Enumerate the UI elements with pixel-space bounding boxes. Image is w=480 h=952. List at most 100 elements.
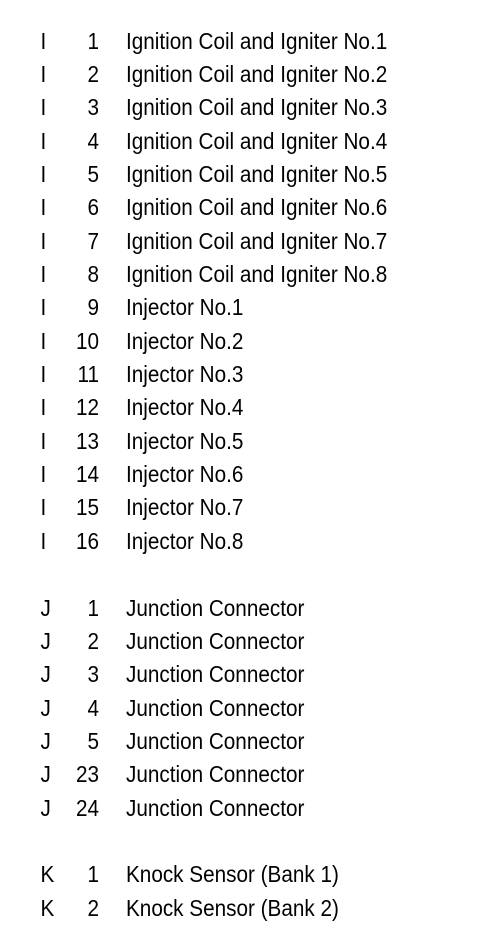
item-name: Ignition Coil and Igniter No.1 — [126, 28, 388, 54]
list-item: J 1 Junction Connector — [0, 592, 432, 625]
item-letter: I — [40, 428, 47, 454]
list-item: I 3 Ignition Coil and Igniter No.3 — [0, 91, 432, 124]
item-number: 2 — [87, 628, 99, 654]
item-number: 6 — [87, 194, 99, 220]
list-item: I 4 Ignition Coil and Igniter No.4 — [0, 125, 432, 158]
item-number: 16 — [75, 528, 99, 554]
item-number: 14 — [75, 461, 99, 487]
item-name: Ignition Coil and Igniter No.2 — [126, 61, 388, 87]
item-name: Injector No.7 — [126, 494, 244, 520]
item-name: Knock Sensor (Bank 1) — [126, 861, 339, 887]
item-letter: I — [40, 194, 47, 220]
item-letter: I — [40, 294, 47, 320]
item-letter: I — [40, 228, 47, 254]
list-item: I 15 Injector No.7 — [0, 491, 432, 524]
item-number: 24 — [75, 795, 99, 821]
list-item: J 2 Junction Connector — [0, 625, 432, 658]
list-item: J 23 Junction Connector — [0, 758, 432, 791]
item-number: 2 — [87, 61, 99, 87]
list-item: I 12 Injector No.4 — [0, 391, 432, 424]
list-item: I 5 Ignition Coil and Igniter No.5 — [0, 158, 432, 191]
item-number: 11 — [77, 361, 99, 387]
item-letter: I — [40, 494, 47, 520]
item-number: 3 — [87, 94, 99, 120]
item-number: 3 — [87, 661, 99, 687]
item-name: Junction Connector — [126, 595, 305, 621]
list-item: I 8 Ignition Coil and Igniter No.8 — [0, 258, 432, 291]
item-letter: I — [40, 361, 47, 387]
item-number: 1 — [87, 861, 99, 887]
item-number: 7 — [87, 228, 99, 254]
item-number: 5 — [87, 161, 99, 187]
list-item: I 2 Ignition Coil and Igniter No.2 — [0, 58, 432, 91]
list-item: I 11 Injector No.3 — [0, 358, 432, 391]
list-item: I 14 Injector No.6 — [0, 458, 432, 491]
item-letter: I — [40, 94, 47, 120]
item-name: Injector No.4 — [126, 394, 244, 420]
list-item: J 4 Junction Connector — [0, 692, 432, 725]
list-item: J 24 Junction Connector — [0, 792, 432, 825]
item-number: 4 — [87, 128, 99, 154]
list-item: J 3 Junction Connector — [0, 658, 432, 691]
item-name: Junction Connector — [126, 661, 305, 687]
item-letter: I — [40, 61, 47, 87]
list-item: I 16 Injector No.8 — [0, 525, 432, 558]
item-number: 1 — [87, 595, 99, 621]
item-letter: K — [40, 895, 55, 921]
item-letter: J — [40, 761, 51, 787]
list-item: I 6 Ignition Coil and Igniter No.6 — [0, 191, 432, 224]
item-letter: I — [40, 328, 47, 354]
item-name: Ignition Coil and Igniter No.7 — [126, 228, 388, 254]
item-number: 8 — [87, 261, 99, 287]
list-item: I 7 Ignition Coil and Igniter No.7 — [0, 225, 432, 258]
item-number: 5 — [87, 728, 99, 754]
item-name: Junction Connector — [126, 728, 305, 754]
item-name: Injector No.6 — [126, 461, 244, 487]
item-letter: J — [40, 695, 51, 721]
item-number: 2 — [87, 895, 99, 921]
list-item: I 1 Ignition Coil and Igniter No.1 — [0, 25, 432, 58]
list-item: K 1 Knock Sensor (Bank 1) — [0, 858, 432, 891]
item-letter: J — [40, 795, 51, 821]
item-name: Ignition Coil and Igniter No.8 — [126, 261, 388, 287]
item-letter: I — [40, 461, 47, 487]
item-letter: I — [40, 128, 47, 154]
item-name: Junction Connector — [126, 695, 305, 721]
item-name: Injector No.1 — [126, 294, 244, 320]
item-number: 15 — [75, 494, 99, 520]
item-name: Ignition Coil and Igniter No.5 — [126, 161, 388, 187]
item-number: 4 — [87, 695, 99, 721]
item-number: 10 — [75, 328, 99, 354]
item-number: 1 — [87, 28, 99, 54]
item-name: Injector No.5 — [126, 428, 244, 454]
item-name: Junction Connector — [126, 628, 305, 654]
item-name: Ignition Coil and Igniter No.4 — [126, 128, 388, 154]
list-item: I 13 Injector No.5 — [0, 425, 432, 458]
item-number: 12 — [75, 394, 99, 420]
item-number: 9 — [87, 294, 99, 320]
list-item: I 10 Injector No.2 — [0, 325, 432, 358]
item-name: Ignition Coil and Igniter No.3 — [126, 94, 388, 120]
item-letter: J — [40, 628, 51, 654]
item-name: Ignition Coil and Igniter No.6 — [126, 194, 388, 220]
item-letter: K — [40, 861, 55, 887]
item-name: Junction Connector — [126, 761, 305, 787]
item-letter: I — [40, 394, 47, 420]
item-letter: I — [40, 161, 47, 187]
item-number: 13 — [75, 428, 99, 454]
item-name: Knock Sensor (Bank 2) — [126, 895, 339, 921]
item-letter: J — [40, 661, 51, 687]
list-item: K 2 Knock Sensor (Bank 2) — [0, 892, 432, 925]
list-item: J 5 Junction Connector — [0, 725, 432, 758]
item-letter: I — [40, 28, 47, 54]
item-letter: I — [40, 528, 47, 554]
item-name: Injector No.8 — [126, 528, 244, 554]
item-number: 23 — [75, 761, 99, 787]
item-name: Injector No.3 — [126, 361, 244, 387]
item-letter: J — [40, 728, 51, 754]
item-letter: J — [40, 595, 51, 621]
list-item: I 9 Injector No.1 — [0, 291, 432, 324]
item-name: Injector No.2 — [126, 328, 244, 354]
item-name: Junction Connector — [126, 795, 305, 821]
